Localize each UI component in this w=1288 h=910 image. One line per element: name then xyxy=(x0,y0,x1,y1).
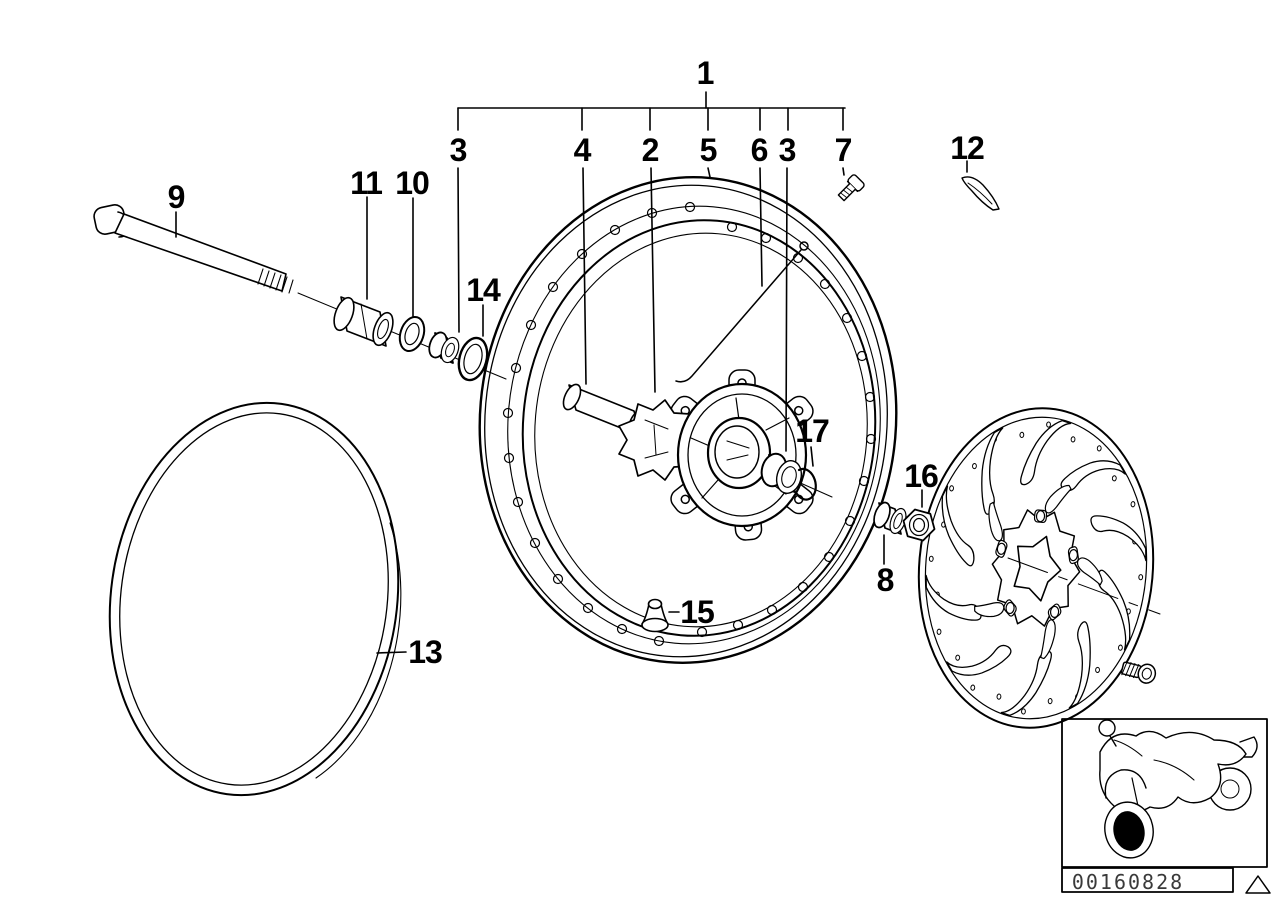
disc-bolt xyxy=(1120,658,1157,685)
thumbnail-box xyxy=(1062,719,1267,892)
spoke-nipples-left xyxy=(504,203,695,646)
callout-9: 9 xyxy=(167,179,186,215)
callout-1: 1 xyxy=(696,55,715,91)
balance-weight-12 xyxy=(962,177,999,210)
callout-16: 16 xyxy=(904,458,939,494)
axle-shaft-9 xyxy=(92,203,293,293)
valve-15 xyxy=(642,600,668,632)
rim-band-13 xyxy=(85,384,423,814)
callout-14: 14 xyxy=(466,272,501,308)
washer-10 xyxy=(396,314,429,354)
callout-13: 13 xyxy=(408,634,443,670)
callout-11: 11 xyxy=(350,165,383,201)
triangle-outline-icon xyxy=(1246,876,1270,893)
callout-15: 15 xyxy=(680,594,715,630)
wheel-rim xyxy=(460,160,917,680)
callout-3a: 3 xyxy=(449,132,468,168)
callout-12: 12 xyxy=(950,130,985,166)
brake-disc xyxy=(906,398,1167,737)
nut-16 xyxy=(904,510,935,541)
callout-10: 10 xyxy=(395,165,430,201)
seal-ring-14 xyxy=(454,335,491,384)
bearing-right-3 xyxy=(758,451,805,496)
callout-17: 17 xyxy=(795,413,830,449)
bushing-8 xyxy=(871,500,909,535)
callout-5: 5 xyxy=(699,132,718,168)
callout-3b: 3 xyxy=(778,132,797,168)
callout-7: 7 xyxy=(834,132,853,168)
snap-ring-17 xyxy=(797,469,816,500)
spacer-bushing-11 xyxy=(330,295,397,348)
callout-2: 2 xyxy=(641,132,660,168)
motorcycle-icon xyxy=(1099,720,1257,862)
callout-4: 4 xyxy=(573,132,592,168)
spoke xyxy=(676,242,808,382)
screw-7 xyxy=(836,174,866,204)
callout-leader-lines xyxy=(176,92,967,653)
bearing-left-3 xyxy=(426,330,462,365)
callout-8: 8 xyxy=(876,562,895,598)
drawing-number: 00160828 xyxy=(1071,870,1185,894)
callout-6: 6 xyxy=(750,132,769,168)
